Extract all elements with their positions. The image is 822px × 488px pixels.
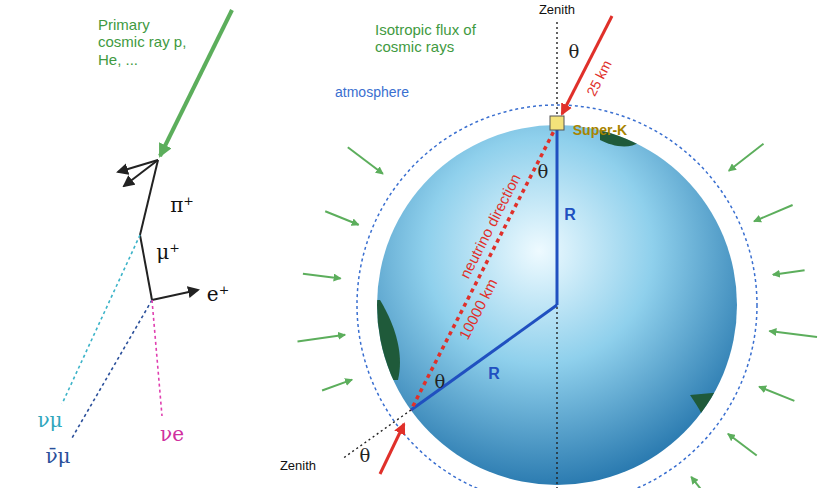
cosmic-ray-flux — [298, 144, 818, 488]
detector-label: Super-K — [573, 122, 627, 138]
flux-arrow — [729, 144, 764, 171]
distance-label: 10000 km — [455, 276, 500, 343]
antineutrino-track — [72, 300, 152, 438]
positron-arrow — [152, 290, 198, 300]
primary-ray-arrow — [160, 10, 232, 156]
particle-label: μ⁺ — [156, 241, 180, 264]
neutrino-arrow — [380, 424, 404, 474]
angle-label: θ — [538, 162, 549, 183]
electron-neutrino-track — [152, 300, 162, 416]
radius-line — [411, 305, 557, 410]
atmosphere-label: atmosphere — [335, 84, 409, 100]
flux-arrow — [728, 434, 757, 456]
muon-track — [140, 235, 152, 300]
neutrino-label: νμ — [37, 409, 62, 432]
zenith-line — [342, 410, 411, 459]
pion-track — [140, 160, 158, 235]
atmosphere-circle — [357, 105, 757, 488]
radius-line — [556, 130, 559, 305]
flux-arrow — [769, 331, 817, 337]
radius-label: R — [564, 206, 576, 224]
hadron-arrow — [118, 160, 158, 172]
radius-label: R — [488, 365, 500, 383]
distance-label: 25 km — [583, 57, 615, 98]
flux-arrow — [691, 477, 718, 488]
particle-label: e⁺ — [207, 283, 229, 306]
angle-label: θ — [360, 446, 371, 467]
zenith-label: Zenith — [539, 3, 575, 18]
flux-arrow — [759, 387, 794, 401]
neutrino-label: ν̄μ — [45, 445, 70, 468]
angle-label: θ — [435, 372, 446, 393]
flux-label: Isotropic flux of cosmic rays — [375, 21, 505, 56]
zenith-label: Zenith — [280, 459, 316, 474]
neutrino-path — [411, 125, 557, 410]
continents — [370, 128, 760, 460]
particle-label: π⁺ — [170, 194, 194, 217]
earth — [377, 125, 737, 485]
flux-arrow — [754, 205, 793, 221]
flux-arrow — [298, 335, 346, 342]
flux-arrow — [348, 147, 383, 174]
flux-arrow — [322, 380, 352, 391]
flux-arrow — [303, 274, 341, 279]
angle-label: θ — [569, 42, 580, 63]
zenith-line — [556, 22, 557, 488]
ray-label: Primary cosmic ray p, He, ... — [98, 16, 198, 68]
flux-arrow — [325, 211, 358, 225]
muon-neutrino-track — [62, 235, 140, 404]
super-k-detector — [550, 116, 564, 130]
neutrino-label: νe — [160, 423, 184, 446]
flux-arrow — [773, 270, 805, 275]
direction-label: neutrino direction — [456, 171, 524, 281]
